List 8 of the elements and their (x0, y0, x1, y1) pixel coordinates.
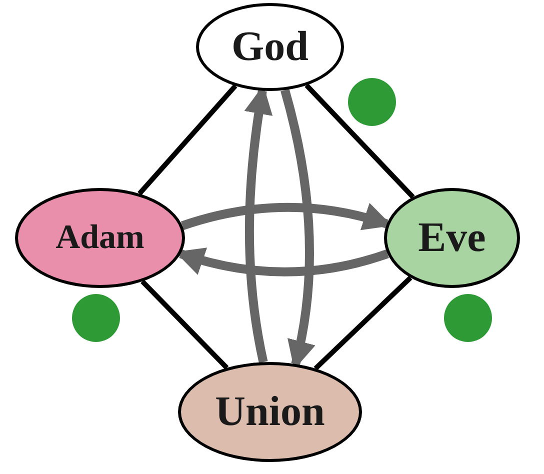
connector-line (304, 84, 415, 199)
connector-line (314, 276, 412, 370)
node-label: Adam (56, 219, 144, 257)
node-label: God (231, 23, 309, 71)
node-label: Union (215, 388, 325, 436)
connector-line (140, 280, 229, 370)
node-label: Eve (418, 214, 486, 262)
connector-line (138, 84, 238, 196)
